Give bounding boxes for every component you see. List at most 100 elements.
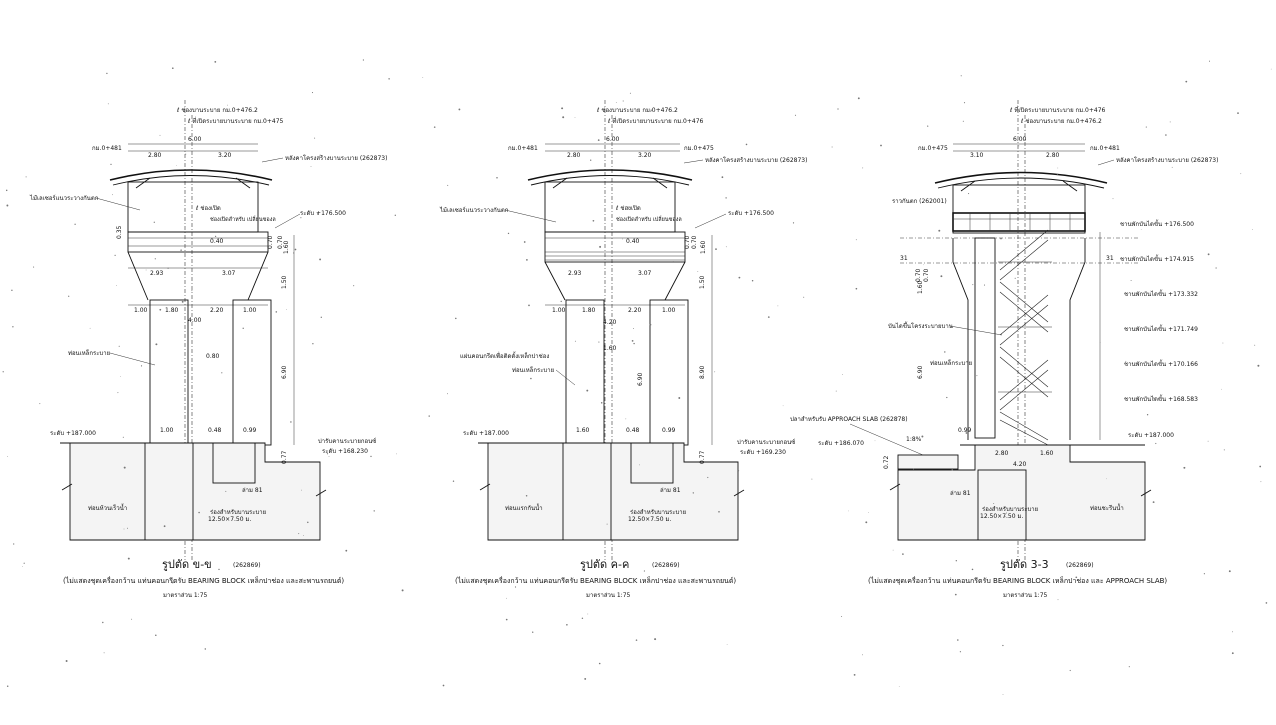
c-pier-height-a: 6.90 (637, 372, 644, 386)
b-pier-dim-4: 1.00 (243, 307, 257, 314)
speckle-dot (163, 525, 166, 528)
speckle-dot (745, 143, 748, 146)
speckle-dot (880, 144, 882, 147)
s3-dims-left-1: 0.70 (915, 268, 922, 282)
speckle-dot (1069, 669, 1071, 672)
s3-section-mark-left: 31 (900, 255, 908, 262)
speckle-dot (293, 252, 295, 254)
speckle-dot (1171, 166, 1173, 168)
c-pier-dim-1: 1.00 (552, 307, 566, 314)
speckle-dot (946, 396, 948, 399)
speckle-dot (1260, 481, 1262, 483)
c-pile-label: ล่าม 81 (660, 487, 681, 494)
s3-span-left: 3.10 (970, 152, 984, 159)
speckle-dot (198, 511, 200, 514)
speckle-dot (294, 248, 297, 251)
speckle-dot (1155, 442, 1157, 445)
b-top-note-1: ℓ ช่องบานระบาย กม.0+476.2 (176, 107, 258, 114)
speckle-dot (442, 684, 445, 687)
speckle-dot (530, 377, 532, 380)
s3-level-ground: ระดับ +187.000 (1128, 432, 1174, 439)
speckle-dot (835, 390, 837, 392)
speckle-dot (505, 618, 508, 621)
speckle-dot (1146, 414, 1149, 416)
speckle-dot (204, 648, 207, 650)
c-chainage-left: กม.0+481 (508, 145, 538, 152)
s3-level-approach: ระดับ +186.070 (818, 440, 864, 447)
speckle-dot (401, 589, 404, 592)
speckle-dot (112, 194, 113, 196)
b-caption-ref: (262869) (233, 562, 261, 569)
c-footing-note: ท่อนแรกกันน้ำ (505, 502, 543, 512)
speckle-dot (962, 120, 964, 122)
s3-span-right: 2.80 (1046, 152, 1060, 159)
c-top-note-2: ℓ ที่เปิดระบายบานระบาย กม.0+476 (607, 117, 704, 125)
b-pier-height: 6.90 (281, 365, 288, 379)
speckle-dot (562, 116, 565, 119)
c-roof-label: หลังคาโครงสร้างบานระบาย (262873) (705, 156, 807, 164)
speckle-dot (180, 249, 182, 251)
c-base-dim-3: 0.99 (662, 427, 676, 434)
speckle-dot (523, 241, 526, 243)
speckle-dot (1207, 253, 1210, 256)
speckle-dot (581, 617, 584, 620)
b-dims-right-2: 0.70 (277, 235, 284, 249)
speckle-dot (275, 311, 278, 313)
speckle-dot (127, 557, 130, 560)
speckle-dot (373, 510, 375, 512)
speckle-dot (960, 75, 962, 77)
speckle-dot (927, 125, 929, 127)
c-base-dim-2: 0.48 (626, 427, 640, 434)
b-pier-gap: 0.80 (206, 353, 220, 360)
speckle-dot (528, 304, 530, 307)
s3-stairs (998, 229, 1052, 446)
speckle-dot (1228, 570, 1231, 573)
speckle-dot (629, 92, 631, 94)
b-caption: รูปตัด ข-ข (162, 558, 212, 571)
speckle-dot (452, 480, 455, 482)
speckle-dot (328, 456, 330, 457)
speckle-dot (837, 108, 839, 110)
speckle-dot (103, 652, 105, 654)
speckle-dot (1000, 237, 1002, 240)
speckle-dot (615, 102, 617, 103)
speckle-dot (1215, 267, 1217, 269)
speckle-dot (737, 470, 740, 472)
speckle-dot (117, 392, 119, 394)
b-dim-040: 0.40 (210, 238, 224, 245)
speckle-dot (326, 453, 329, 455)
c-pier-label: ท่อนเหล็กระบาย (512, 365, 554, 374)
b-overall-width: 6.00 (188, 136, 202, 143)
s3-top-note-2: ℓ ช่องบานระบาย กม.0+476.2 (1020, 118, 1102, 125)
c-span-left: 2.80 (567, 152, 581, 159)
speckle-dot (428, 415, 430, 417)
speckle-dot (1130, 280, 1132, 281)
speckle-dot (874, 440, 876, 442)
speckle-dot (167, 267, 169, 269)
c-base-dim-1: 1.60 (576, 427, 590, 434)
speckle-dot (782, 405, 784, 407)
speckle-dot (1222, 342, 1224, 344)
c-opening-sub: ช่องเปิดสำหรับ เปลี่ยนซองล (616, 215, 682, 223)
speckle-dot (362, 59, 365, 61)
s3-overall-width: 6.00 (1013, 136, 1027, 143)
b-caption-note: (ไม่แสดงชุดเครื่องกว้าน แท่นคอนกรีตรับ B… (63, 576, 344, 585)
speckle-dot (89, 327, 91, 329)
s3-base-total: 4.20 (1013, 461, 1027, 468)
speckle-dot (1158, 399, 1160, 401)
speckle-dot (584, 677, 587, 680)
speckle-dot (507, 232, 510, 235)
speckle-dot (7, 456, 9, 457)
speckle-dot (153, 221, 155, 223)
s3-dims-left-3: 1.60 (917, 280, 924, 294)
speckle-dot (33, 266, 35, 268)
speckle-dot (301, 489, 302, 491)
b-level-ground: ระดับ +187.000 (50, 430, 96, 437)
speckle-dot (145, 269, 147, 271)
speckle-dot (300, 217, 302, 219)
speckle-dot (1075, 576, 1078, 579)
b-level-deck: ระดับ +176.500 (300, 210, 346, 217)
speckle-dot (388, 78, 390, 80)
speckle-dot (678, 397, 681, 399)
